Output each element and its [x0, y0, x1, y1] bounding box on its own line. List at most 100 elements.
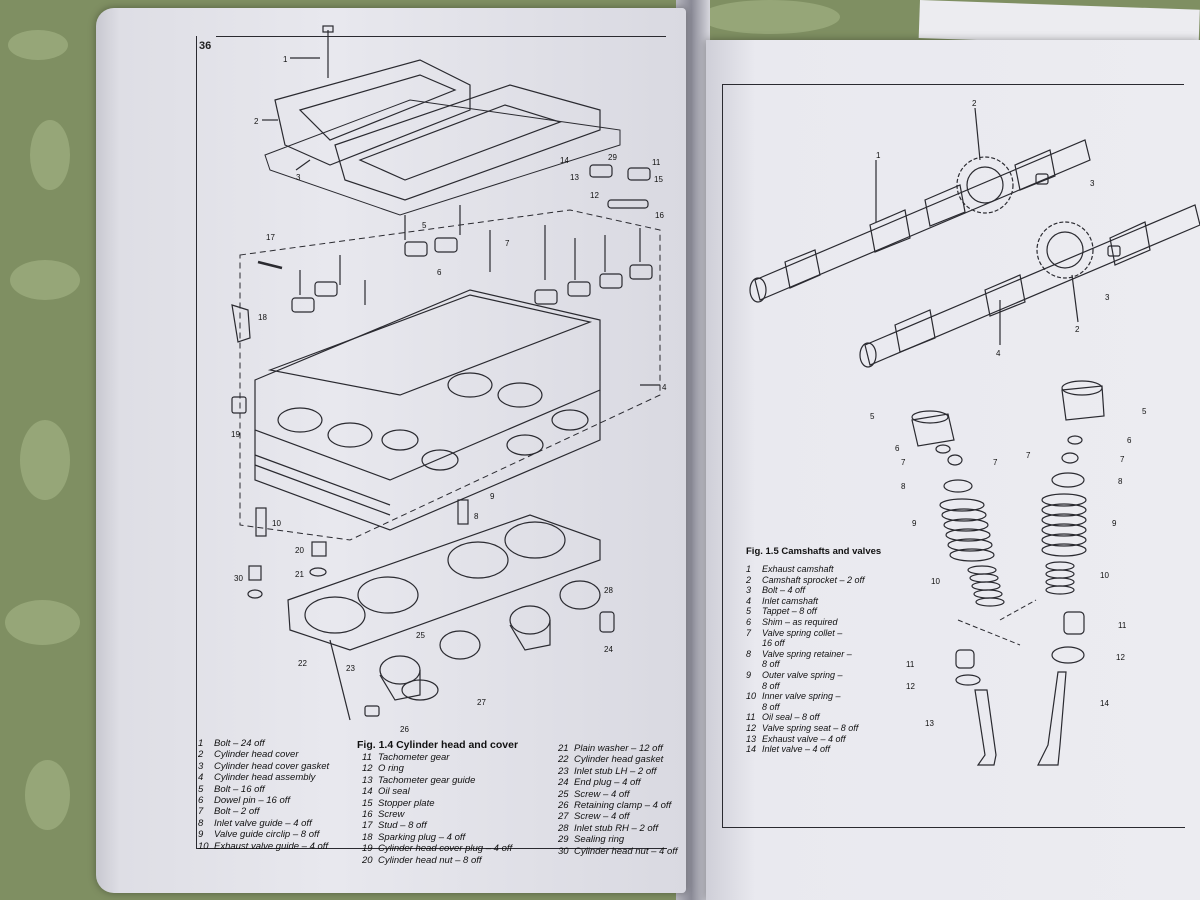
callout-3: 3: [1090, 179, 1095, 188]
callout-7: 7: [505, 239, 510, 248]
callout-5: 5: [1142, 407, 1147, 416]
left-page-top-rule: [216, 36, 666, 37]
callout-28: 28: [604, 586, 613, 595]
callout-7: 7: [901, 458, 906, 467]
callout-19: 19: [231, 430, 240, 439]
legend-item: 8 off: [762, 701, 780, 712]
callout-8: 8: [1118, 477, 1123, 486]
callout-23: 23: [346, 664, 355, 673]
callout-7: 7: [1120, 455, 1125, 464]
legend-item: 8 off: [762, 659, 780, 670]
callout-9: 9: [490, 492, 495, 501]
right-page-top-rule: [722, 84, 1184, 85]
left-page-frame: [196, 36, 667, 849]
tappet-right: [1061, 385, 1105, 421]
callout-29: 29: [608, 153, 617, 162]
callout-13: 13: [925, 719, 934, 728]
inlet-camshaft: [864, 204, 1200, 366]
camshaft-sprocket-lower: [1036, 221, 1094, 279]
outer-valve-spring-right: [1041, 493, 1087, 557]
callout-15: 15: [654, 175, 663, 184]
camshaft-sprocket-upper: [956, 156, 1014, 214]
fig-1-4-caption: Fig. 1.4 Cylinder head and cover: [357, 739, 519, 751]
leaf-pattern: [8, 30, 68, 60]
cylinder-head-cover-right: [334, 84, 601, 201]
callout-25: 25: [416, 631, 425, 640]
callout-14: 14: [560, 156, 569, 165]
outer-valve-spring-left: [939, 498, 995, 562]
tappet-left: [911, 413, 955, 447]
exhaust-camshaft: [754, 139, 1091, 301]
callout-11: 11: [906, 660, 915, 669]
callout-9: 9: [1112, 519, 1117, 528]
callout-12: 12: [906, 682, 915, 691]
callout-2: 2: [972, 99, 977, 108]
exhaust-valve: [974, 689, 997, 766]
callout-10: 10: [931, 577, 940, 586]
callout-9: 9: [912, 519, 917, 528]
right-page: [706, 40, 1200, 900]
callout-3: 3: [1105, 293, 1110, 302]
callout-4: 4: [662, 383, 667, 392]
cylinder-head-gasket: [287, 514, 601, 651]
inner-valve-spring-left: [967, 565, 1005, 607]
callout-8: 8: [901, 482, 906, 491]
right-page-frame: [722, 84, 1185, 828]
callout-13: 13: [570, 173, 579, 182]
callout-12: 12: [590, 191, 599, 200]
page-number: 36: [199, 40, 212, 52]
callout-7: 7: [1026, 451, 1031, 460]
leaf-pattern: [25, 760, 70, 830]
callout-6: 6: [437, 268, 442, 277]
callout-26: 26: [400, 725, 409, 734]
callout-2: 2: [1075, 325, 1080, 334]
inlet-valve: [1037, 671, 1067, 766]
callout-7: 7: [993, 458, 998, 467]
callout-6: 6: [1127, 436, 1132, 445]
callout-5: 5: [870, 412, 875, 421]
fig-1-5-caption: Fig. 1.5 Camshafts and valves: [746, 546, 882, 557]
callout-12: 12: [1116, 653, 1125, 662]
cover-gasket: [264, 99, 621, 216]
leaf-pattern: [30, 120, 70, 190]
callout-16: 16: [655, 211, 664, 220]
callout-30: 30: [234, 574, 243, 583]
inner-valve-spring-right: [1045, 561, 1075, 595]
